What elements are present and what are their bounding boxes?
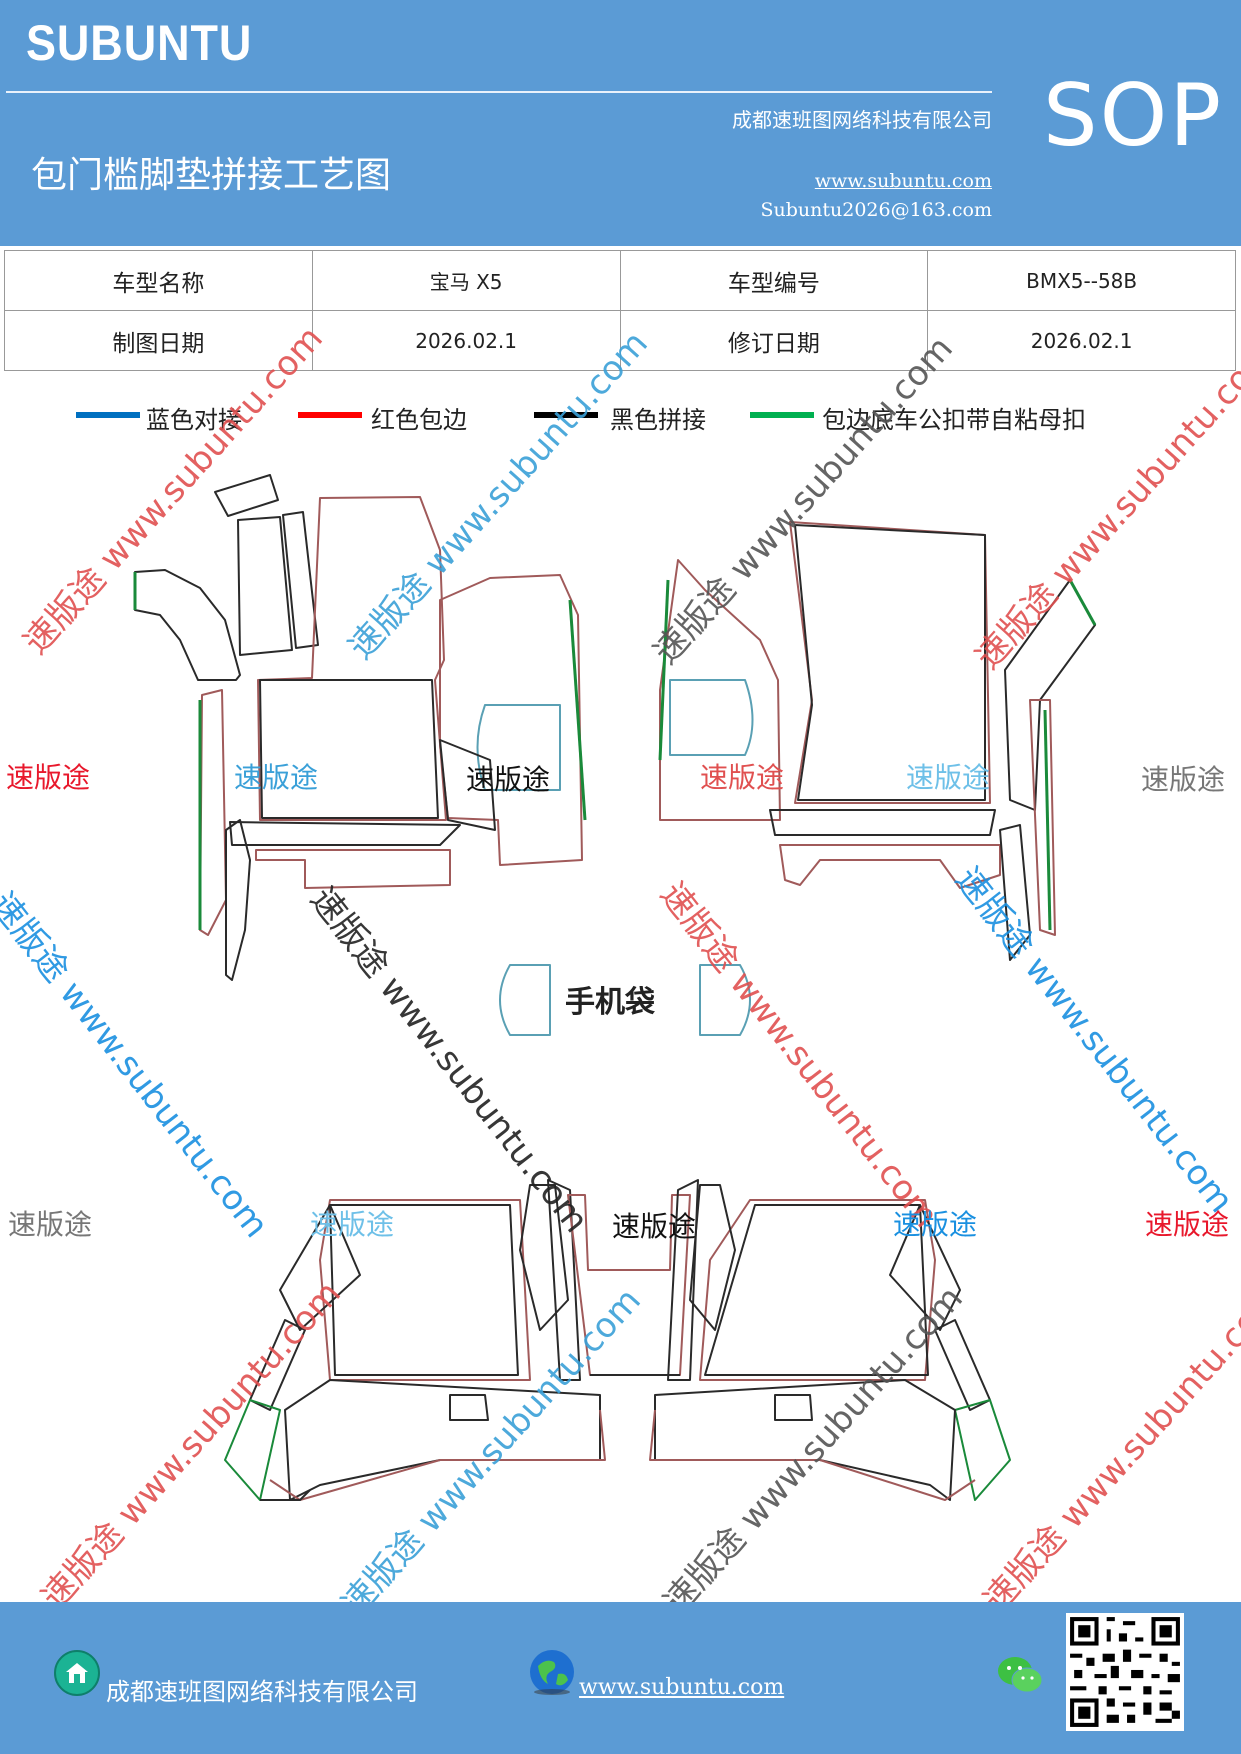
brand-logo: SUBUNTU [26, 15, 253, 71]
table-cell: 车型名称 [4, 250, 313, 311]
header-company: 成都速班图网络科技有限公司 [732, 108, 992, 132]
table-cell: 2026.02.1 [311, 310, 621, 371]
home-icon [54, 1650, 100, 1696]
vehicle-info-table: 车型名称 宝马 X5 车型编号 BMX5--58B 制图日期 2026.02.1… [4, 250, 1236, 371]
floor-mat-drawing: 手机袋 [133, 474, 1097, 1501]
front-left-mat-group [133, 474, 587, 981]
front-right-mat-group [658, 521, 1097, 961]
header-email: Subuntu2026@163.com [760, 199, 992, 221]
table-cell: 修订日期 [619, 310, 929, 371]
table-cell: BMX5--58B [927, 250, 1236, 311]
globe-icon [530, 1650, 574, 1695]
header-band: SUBUNTU 成都速班图网络科技有限公司 包门槛脚垫拼接工艺图 www.sub… [0, 0, 1241, 246]
table-cell: 车型编号 [619, 250, 929, 311]
phone-bag-group [499, 964, 751, 1036]
footer-company: 成都速班图网络科技有限公司 [106, 1678, 418, 1706]
table-cell: 宝马 X5 [311, 250, 621, 311]
phone-bag-label: 手机袋 [565, 985, 655, 1020]
footer-website-link[interactable]: www.subuntu.com [579, 1675, 785, 1700]
table-row: 车型名称 宝马 X5 车型编号 BMX5--58B [4, 250, 1236, 311]
legend-label: 黑色拼接 [610, 406, 706, 434]
qr-code [1066, 1613, 1184, 1731]
table-cell: 2026.02.1 [927, 310, 1236, 371]
center-tunnel-group [567, 1194, 691, 1376]
legend-label: 包边底车公扣带自粘母扣 [822, 406, 1086, 434]
rear-right-mat-group [649, 1179, 1011, 1501]
legend-swatch-blue [76, 412, 140, 418]
color-legend: 蓝色对接 红色包边 黑色拼接 包边底车公扣带自粘母扣 [0, 404, 1241, 444]
legend-swatch-red [298, 412, 362, 418]
header-website-link[interactable]: www.subuntu.com [814, 170, 992, 192]
rear-left-mat-group [224, 1179, 606, 1501]
legend-label: 红色包边 [371, 406, 467, 434]
table-row: 制图日期 2026.02.1 修订日期 2026.02.1 [4, 310, 1236, 371]
table-cell: 制图日期 [4, 310, 313, 371]
sop-badge: SOP [1043, 66, 1224, 166]
legend-swatch-green [750, 412, 814, 418]
wechat-icon[interactable] [996, 1654, 1044, 1696]
footer-band: 成都速班图网络科技有限公司 www.subuntu.com [0, 1602, 1241, 1754]
legend-label: 蓝色对接 [146, 406, 242, 434]
legend-swatch-black [534, 412, 598, 418]
header-divider [6, 91, 992, 93]
document-title: 包门槛脚垫拼接工艺图 [31, 155, 392, 196]
